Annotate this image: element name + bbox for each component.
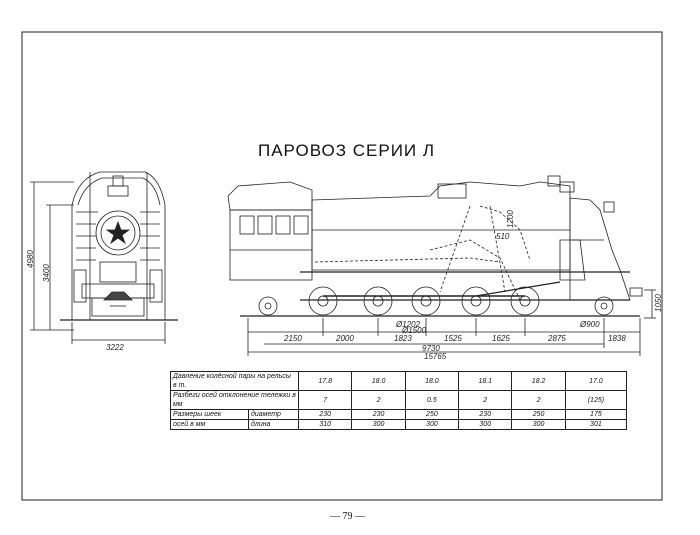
table-cell: 2 [511, 390, 566, 410]
table-cell: 18.2 [511, 371, 566, 391]
table-cell: 2 [458, 390, 513, 410]
table-cell: 18.1 [458, 371, 513, 391]
table-cell: 17.0 [564, 371, 628, 391]
table-cell: 7 [297, 390, 353, 410]
table-cell: 300 [458, 419, 513, 430]
table-cell: 230 [458, 409, 513, 420]
table-cell: 300 [511, 419, 566, 430]
row-label: осей в мм [170, 419, 249, 430]
side-view [227, 175, 656, 356]
table-row: осей в мм длина 310 300 300 300 300 301 [170, 419, 628, 430]
table-row: Разбеги осей отклонение тележки в мм 7 2… [170, 390, 628, 410]
dim-wheelbase: 9730 [422, 344, 440, 353]
dim-spacing-5: 1625 [492, 334, 510, 343]
front-view [30, 171, 178, 344]
table-cell: 310 [297, 419, 353, 430]
dim-wheel-small: Ø1202 [396, 320, 421, 329]
row-label: Размеры шеек [170, 409, 249, 420]
dim-front-width: 3222 [106, 343, 124, 352]
table-cell: (125) [564, 390, 628, 410]
table-row: Давление колёсной пары на рельсы в т. 17… [170, 371, 628, 391]
dim-wheel-large: Ø1500 [402, 326, 427, 335]
dim-spacing-4: 1525 [444, 334, 462, 343]
drawing-frame [21, 31, 663, 501]
table-row: Размеры шеек диаметр 230 230 250 230 250… [170, 409, 628, 420]
row-sublabel: длина [248, 419, 299, 430]
table-cell: 230 [297, 409, 353, 420]
row-label: Разбеги осей отклонение тележки в мм [170, 390, 299, 410]
dim-measure-510: 510 [496, 232, 510, 241]
table-cell: 17.8 [297, 371, 353, 391]
dim-spacing-1: 2150 [284, 334, 302, 343]
table-cell: 250 [511, 409, 566, 420]
table-cell: 0.5 [404, 390, 460, 410]
table-cell: 230 [351, 409, 406, 420]
dim-measure-1200: 1200 [506, 210, 515, 228]
table-cell: 2 [351, 390, 406, 410]
dim-wheel-right: Ø900 [580, 320, 600, 329]
table-cell: 175 [564, 409, 628, 420]
table-cell: 18.0 [404, 371, 460, 391]
dim-spacing-6: 2875 [548, 334, 566, 343]
dim-front-height-axis: 3400 [42, 264, 51, 282]
drawing-title: ПАРОВОЗ СЕРИИ Л [258, 141, 436, 160]
page-number: — 79 — [330, 511, 365, 522]
row-label: Давление колёсной пары на рельсы в т. [170, 371, 299, 391]
dim-length: 15765 [424, 352, 447, 361]
table-cell: 300 [351, 419, 406, 430]
dim-front-height-total: 4980 [26, 250, 35, 268]
dim-spacing-3: 1823 [394, 334, 412, 343]
dim-spacing-7: 1838 [608, 334, 626, 343]
axle-load-table: Давление колёсной пары на рельсы в т. 17… [170, 371, 628, 430]
table-cell: 250 [404, 409, 460, 420]
dim-right-height: 1050 [654, 294, 663, 312]
table-cell: 18.0 [351, 371, 406, 391]
table-cell: 301 [564, 419, 628, 430]
dim-spacing-2: 2000 [336, 334, 354, 343]
row-sublabel: диаметр [248, 409, 299, 420]
table-cell: 300 [404, 419, 460, 430]
